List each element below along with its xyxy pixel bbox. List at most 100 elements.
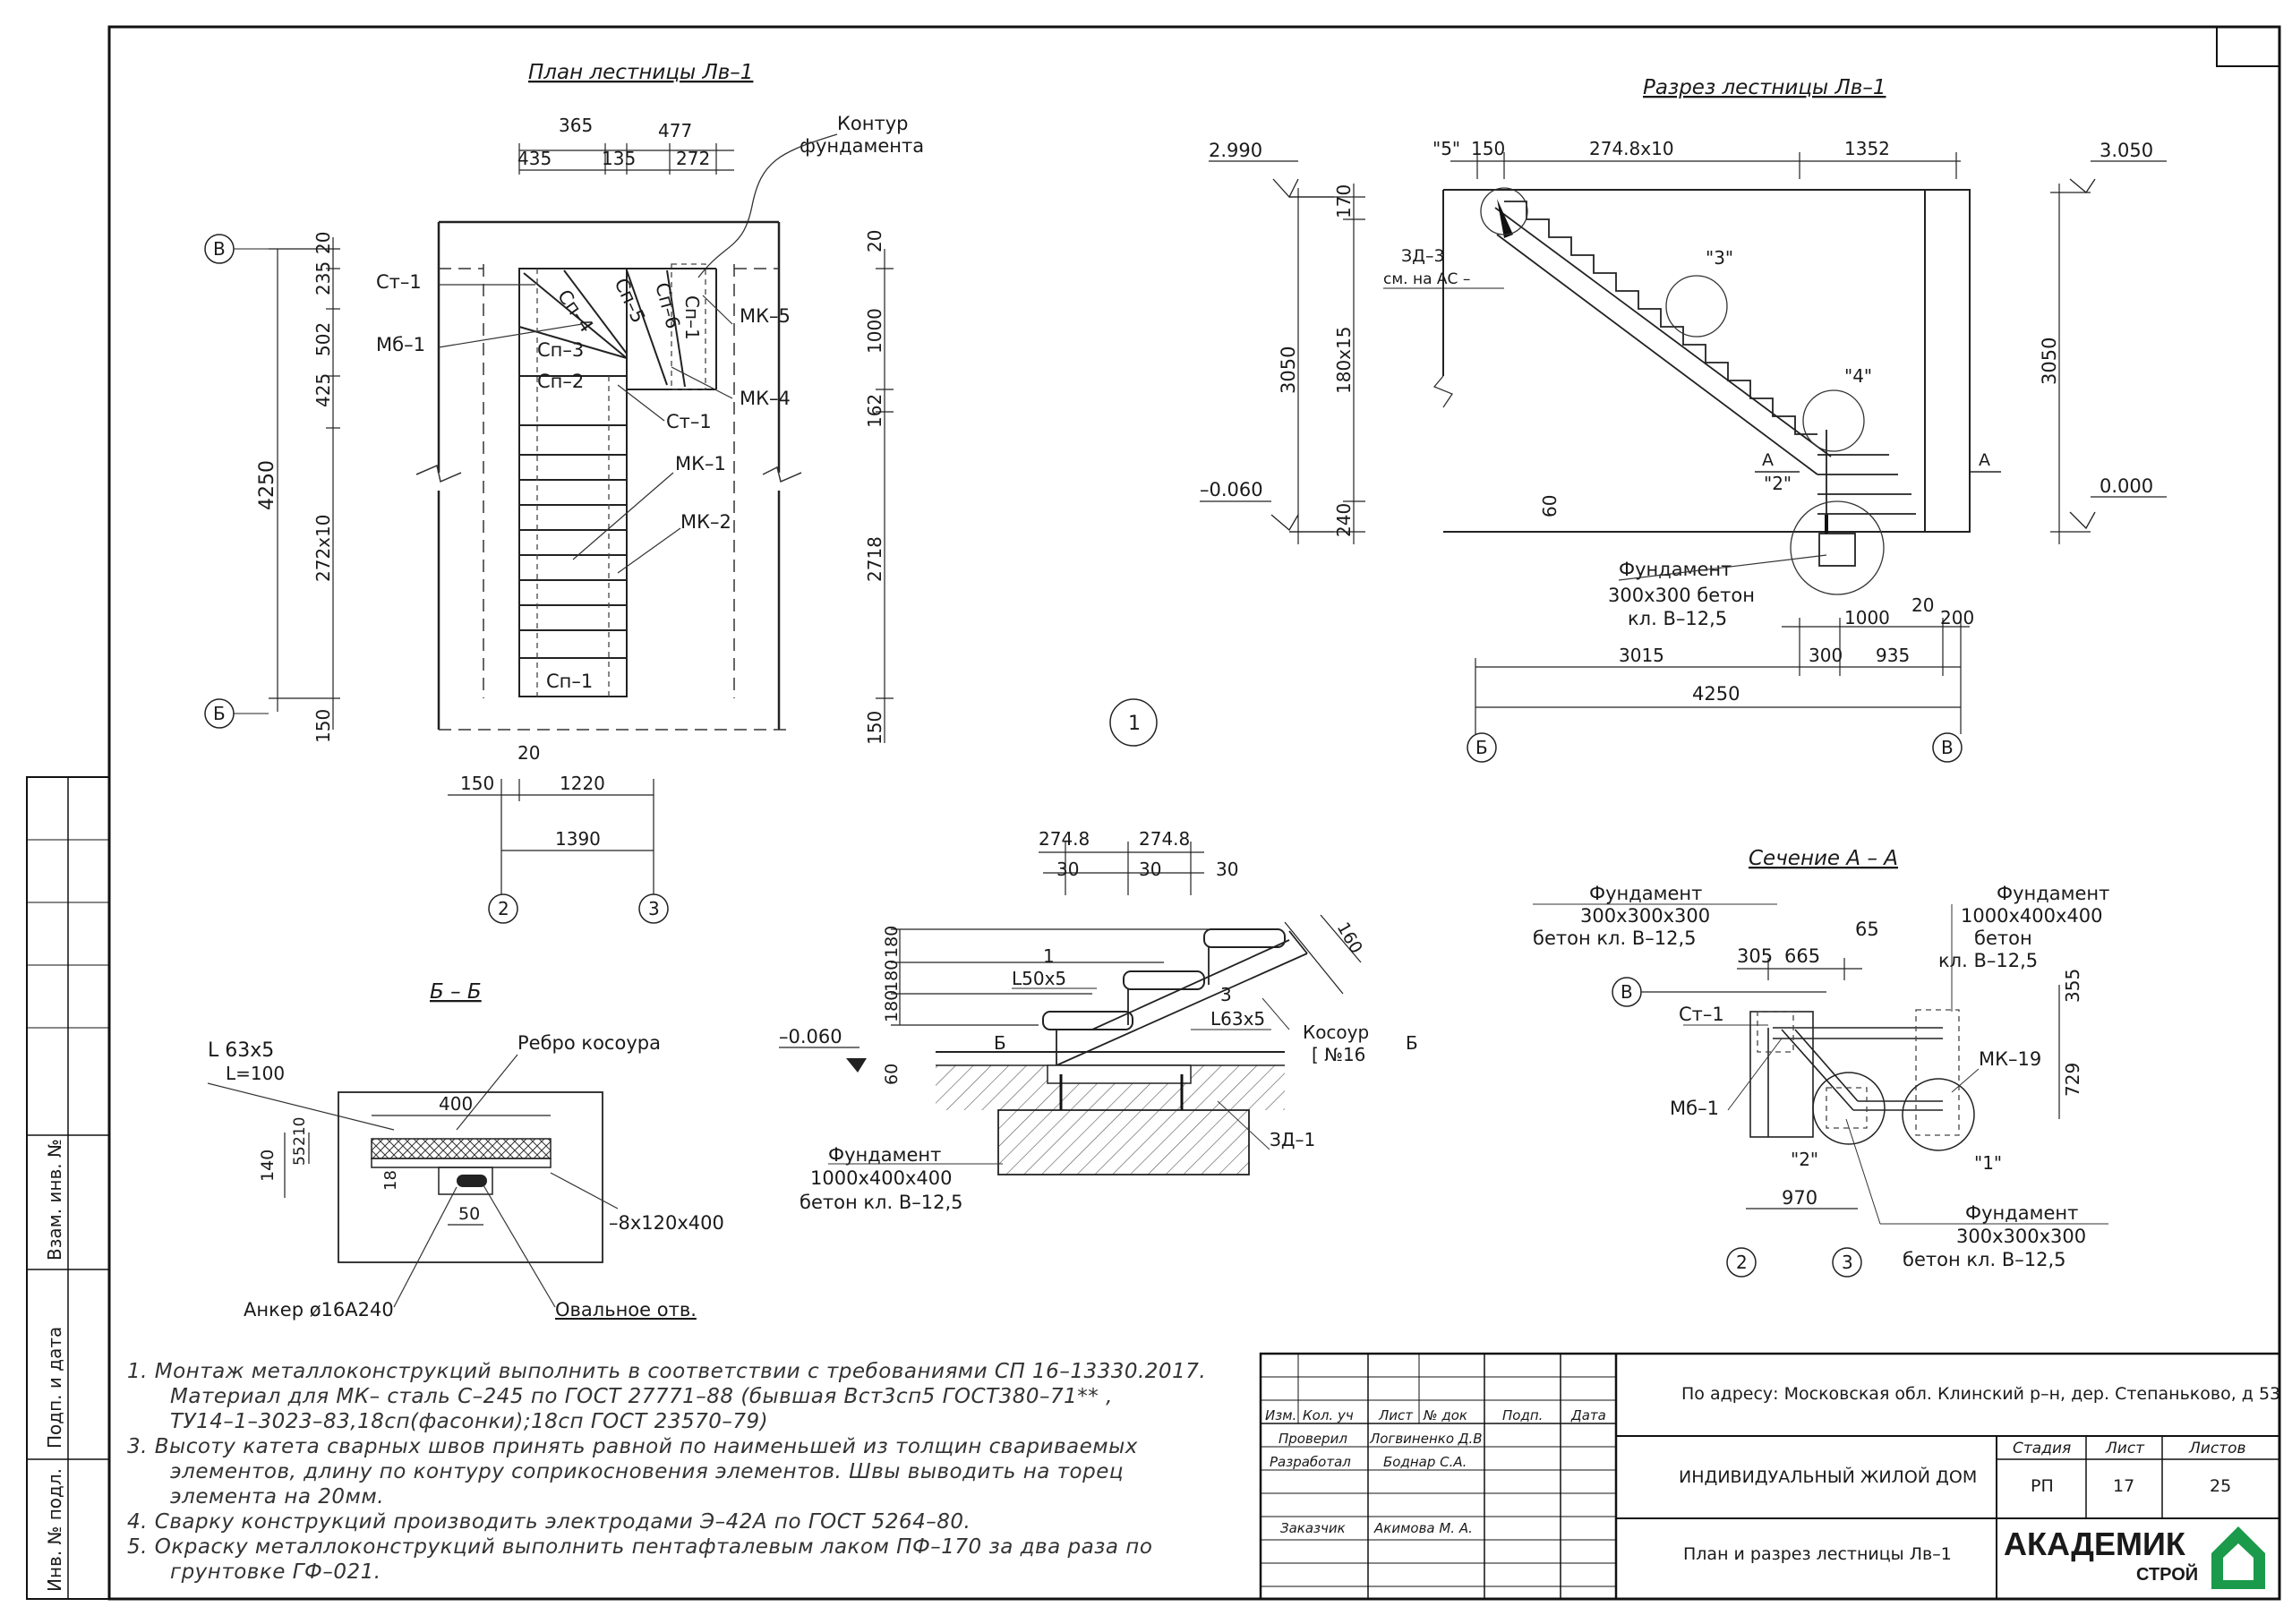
- note-4: 4. Сварку конструкций производить электр…: [127, 1510, 971, 1534]
- plan-dim-477: 477: [658, 120, 692, 141]
- node1-cut-b1: Б: [994, 1032, 1006, 1054]
- plan-right-2718: 2718: [864, 536, 885, 582]
- section-dim-node5: "5": [1432, 138, 1460, 159]
- plan-step-5: Сп–5: [610, 275, 649, 327]
- aa-axis-2: 2: [1736, 1252, 1748, 1273]
- section-left-60: 60: [1539, 495, 1561, 517]
- section-axis-v: В: [1941, 737, 1954, 758]
- section-node3: "3": [1706, 247, 1733, 269]
- stair-plan: План лестницы Лв–1 Контур фундамента 365…: [204, 61, 1158, 924]
- stamp-h-data: Дата: [1570, 1407, 1606, 1423]
- bb-plate: –8х120х400: [609, 1212, 724, 1234]
- plan-axis-2: 2: [498, 898, 509, 919]
- node1-found-3: бетон кл. В–12,5: [800, 1192, 962, 1213]
- aa-f1-3: бетон кл. В–12,5: [1533, 927, 1696, 949]
- plan-step-2: Сп–2: [537, 371, 584, 392]
- aa-label-st1: Ст–1: [1679, 1004, 1724, 1025]
- node1-dim-30b: 30: [1139, 859, 1161, 880]
- plan-label-mk4: МК–4: [740, 388, 791, 409]
- aa-dim-729: 729: [2062, 1063, 2083, 1097]
- bb-title: Б – Б: [430, 980, 482, 1004]
- node1-dim-30c: 30: [1216, 859, 1238, 880]
- section-aa: Сечение А – А Фундамент 300х300х300 бето…: [1533, 847, 2109, 1278]
- plan-bottom-1220: 1220: [560, 773, 605, 794]
- aa-label-node2: "2": [1791, 1149, 1818, 1170]
- section-dim-1352: 1352: [1844, 138, 1890, 159]
- plan-label-st1: Ст–1: [376, 271, 422, 293]
- plan-title: План лестницы Лв–1: [528, 61, 753, 84]
- section-cut-a2: А: [1979, 450, 1990, 470]
- note-5b: грунтовке ГФ–021.: [170, 1560, 381, 1584]
- section-cut-a1: А: [1762, 450, 1774, 470]
- stamp-name-2: Боднар С.А.: [1383, 1454, 1467, 1470]
- bb-rib: Ребро косоура: [517, 1032, 661, 1054]
- bb-dim-210: 210: [291, 1117, 309, 1146]
- general-notes: 1. Монтаж металлоконструкций выполнить в…: [127, 1359, 1255, 1585]
- stamp-role-3: Заказчик: [1280, 1520, 1346, 1536]
- section-right-3050: 3050: [2039, 338, 2060, 385]
- section-bottom-935: 935: [1876, 645, 1910, 666]
- logo-sub: СТРОЙ: [2136, 1563, 2198, 1585]
- section-left-180x15: 180х15: [1333, 327, 1355, 394]
- node1-kosour-ch: [ №16: [1312, 1044, 1365, 1065]
- aa-label-node1: "1": [1974, 1152, 2002, 1174]
- aa-axis-v: В: [1621, 981, 1633, 1003]
- stamp-sheets: 25: [2210, 1476, 2231, 1496]
- aa-f2-3: бетон: [1974, 927, 2032, 949]
- stamp-h-list: Лист: [1378, 1407, 1414, 1423]
- node1-found-1: Фундамент: [828, 1144, 941, 1166]
- plan-dim-272: 272: [676, 148, 710, 169]
- section-zd3-ref: см. на АС –: [1383, 270, 1470, 288]
- note-1b: Материал для МК– сталь С–245 по ГОСТ 277…: [170, 1385, 1113, 1408]
- section-node4: "4": [1844, 365, 1872, 387]
- aa-dim-305: 305: [1737, 945, 1773, 967]
- plan-step-3: Сп–3: [537, 339, 584, 361]
- plan-label-st1b: Ст–1: [666, 411, 712, 432]
- plan-kontur-2: фундамента: [800, 135, 924, 157]
- bb-dim-400: 400: [439, 1093, 473, 1115]
- section-bottom-300: 300: [1809, 645, 1843, 666]
- node1-dim160: 160: [1333, 919, 1366, 957]
- node1-cut-b2: Б: [1406, 1032, 1418, 1054]
- section-bottom-200: 200: [1940, 607, 1974, 628]
- note-1c: ТУ14–1–3023–83,18сп(фасонки);18сп ГОСТ 2…: [170, 1410, 769, 1433]
- stamp-h-izm: Изм.: [1265, 1407, 1296, 1423]
- detail-bb: Б – Б L 63х5 L=100 Ребро косоура 400 140…: [207, 980, 724, 1321]
- side-label-vzam: Взам. инв. №: [44, 1139, 65, 1261]
- aa-dim-65: 65: [1855, 919, 1879, 940]
- aa-f2-1: Фундамент: [1997, 883, 2109, 904]
- logo-main: АКАДЕМИК: [2004, 1526, 2186, 1562]
- stamp-sheet: 17: [2113, 1476, 2134, 1496]
- section-bottom-20: 20: [1911, 594, 1934, 616]
- bb-dim-18: 18: [381, 1170, 400, 1191]
- aa-f2-2: 1000х400х400: [1961, 905, 2102, 927]
- plan-bottom-1390: 1390: [555, 828, 601, 850]
- section-level-m0060: –0.060: [1200, 479, 1263, 500]
- plan-right-20: 20: [864, 230, 885, 252]
- plan-sheet-mark: 1: [1128, 713, 1141, 735]
- aa-dim-355: 355: [2062, 969, 2083, 1003]
- plan-axis-3: 3: [648, 898, 660, 919]
- title-block: Изм. Кол. уч Лист № док Подп. Дата Прове…: [1259, 1352, 2281, 1601]
- aa-axis-3: 3: [1842, 1252, 1853, 1273]
- stamp-sheet-h: Лист: [2105, 1440, 2145, 1457]
- plan-step-1b: Сп–1: [681, 295, 703, 340]
- aa-title: Сечение А – А: [1749, 847, 1898, 870]
- plan-label-mk1: МК–1: [675, 453, 726, 474]
- sheet-frame: [26, 25, 2281, 1601]
- stamp-role-2: Разработал: [1270, 1454, 1351, 1470]
- bb-angle: L 63х5: [208, 1039, 274, 1062]
- section-left-3050: 3050: [1278, 346, 1299, 394]
- stair-section: Разрез лестницы Лв–1 "5" 150 274.8х10 13…: [1200, 76, 2167, 763]
- stamp-sheets-h: Листов: [2188, 1440, 2246, 1457]
- section-dim-150: 150: [1471, 138, 1505, 159]
- node1-mark-l63: L63х5: [1210, 1008, 1265, 1030]
- note-3: 3. Высоту катета сварных швов принять ра…: [127, 1435, 1138, 1458]
- aa-dim-970: 970: [1782, 1187, 1817, 1209]
- plan-left-20: 20: [312, 232, 334, 254]
- bb-length: L=100: [226, 1063, 285, 1084]
- aa-f3-1: Фундамент: [1965, 1202, 2078, 1224]
- node1-zd1: ЗД–1: [1270, 1129, 1315, 1150]
- node1-dim60: 60: [882, 1064, 902, 1085]
- aa-label-mb1: Мб–1: [1670, 1098, 1719, 1119]
